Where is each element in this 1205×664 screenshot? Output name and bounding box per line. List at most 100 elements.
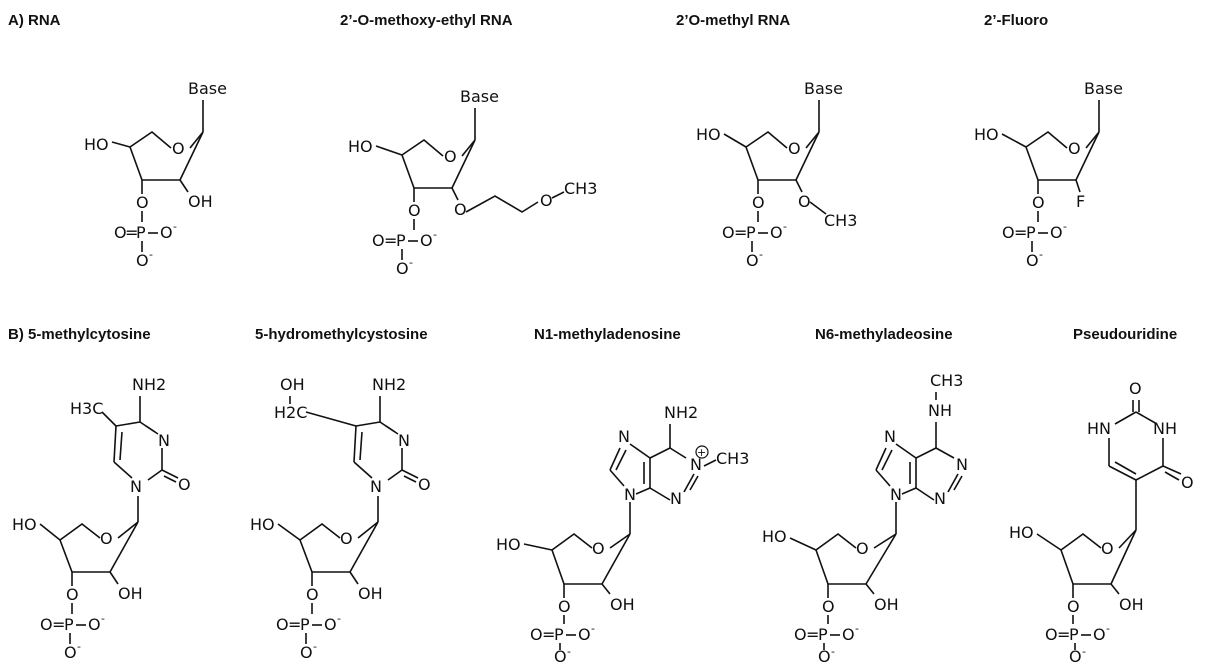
svg-text:O: O xyxy=(136,251,149,270)
svg-text:O: O xyxy=(420,231,433,250)
structure-5-methylcytosine: NH2 H3C N N O O HO OH O O = P O - O - xyxy=(12,375,191,662)
svg-text:NH2: NH2 xyxy=(664,403,698,422)
svg-text:O: O xyxy=(1101,539,1114,558)
svg-text:O: O xyxy=(418,475,431,494)
svg-text:HO: HO xyxy=(696,125,721,144)
svg-text:O: O xyxy=(372,231,385,250)
svg-text:-: - xyxy=(409,256,413,269)
svg-text:OH: OH xyxy=(280,375,305,394)
title-2-o-methyl-rna: 2’O-methyl RNA xyxy=(676,12,791,29)
svg-text:O: O xyxy=(746,251,759,270)
svg-text:O: O xyxy=(794,625,807,644)
svg-text:O: O xyxy=(454,200,467,219)
svg-text:-: - xyxy=(1082,645,1086,658)
svg-text:O: O xyxy=(100,529,113,548)
svg-text:O: O xyxy=(114,223,127,242)
svg-text:N: N xyxy=(618,427,630,446)
svg-text:N: N xyxy=(690,455,702,474)
svg-text:OH: OH xyxy=(610,595,635,614)
svg-text:O: O xyxy=(752,193,765,212)
svg-text:O: O xyxy=(64,643,77,662)
structure-pseudouridine: O HN NH O O HO OH O O = P O - O - xyxy=(1009,379,1194,662)
svg-text:N: N xyxy=(890,485,902,504)
svg-text:-: - xyxy=(783,220,787,233)
svg-text:O: O xyxy=(178,475,191,494)
svg-text:N: N xyxy=(624,485,636,504)
svg-text:-: - xyxy=(1106,622,1110,635)
svg-text:O: O xyxy=(1067,597,1080,616)
svg-text:NH: NH xyxy=(1153,419,1177,438)
svg-text:NH2: NH2 xyxy=(372,375,406,394)
svg-text:-: - xyxy=(1063,220,1067,233)
svg-text:O: O xyxy=(66,585,79,604)
title-2-fluoro: 2’-Fluoro xyxy=(984,12,1049,29)
svg-text:O: O xyxy=(540,191,553,210)
svg-text:O: O xyxy=(324,615,337,634)
svg-text:O: O xyxy=(558,597,571,616)
svg-text:CH3: CH3 xyxy=(716,449,749,468)
svg-text:-: - xyxy=(591,622,595,635)
svg-text:=: = xyxy=(52,615,65,634)
svg-text:HO: HO xyxy=(974,125,999,144)
svg-text:O: O xyxy=(396,259,409,278)
svg-text:OH: OH xyxy=(188,192,213,211)
svg-text:=: = xyxy=(806,625,819,644)
svg-text:O: O xyxy=(306,585,319,604)
svg-text:+: + xyxy=(697,446,706,459)
svg-text:-: - xyxy=(433,228,437,241)
structure-2-o-methoxy-ethyl-rna: Base O HO O O CH3 O O = P O - O - xyxy=(348,87,597,278)
svg-text:O: O xyxy=(1002,223,1015,242)
svg-text:-: - xyxy=(337,612,341,625)
svg-text:HO: HO xyxy=(250,515,275,534)
svg-text:-: - xyxy=(759,248,763,261)
svg-text:N: N xyxy=(956,455,968,474)
svg-text:O: O xyxy=(340,529,353,548)
svg-text:O: O xyxy=(798,192,811,211)
svg-text:O: O xyxy=(136,193,149,212)
svg-text:P: P xyxy=(396,231,406,250)
svg-text:O: O xyxy=(554,647,567,662)
svg-text:P: P xyxy=(746,223,756,242)
structure-n1-methyladenosine: NH2 N N + CH3 N N O HO OH O O = P O - O … xyxy=(496,403,749,662)
svg-text:O: O xyxy=(300,643,313,662)
svg-text:=: = xyxy=(288,615,301,634)
svg-text:O: O xyxy=(1032,193,1045,212)
svg-text:N: N xyxy=(370,477,382,496)
svg-text:O: O xyxy=(276,615,289,634)
svg-text:-: - xyxy=(855,622,859,635)
label-h3c: H3C xyxy=(70,399,103,418)
svg-text:O: O xyxy=(1068,139,1081,158)
label-ch3: CH3 xyxy=(564,179,597,198)
svg-text:O: O xyxy=(842,625,855,644)
svg-text:O: O xyxy=(160,223,173,242)
title-2-o-methoxy-ethyl-rna: 2’-O-methoxy-ethyl RNA xyxy=(340,12,513,29)
svg-text:Base: Base xyxy=(1084,79,1123,98)
svg-text:P: P xyxy=(1026,223,1036,242)
svg-text:N: N xyxy=(130,477,142,496)
svg-text:O: O xyxy=(88,615,101,634)
svg-text:N: N xyxy=(934,489,946,508)
svg-text:-: - xyxy=(101,612,105,625)
svg-text:O: O xyxy=(530,625,543,644)
svg-text:O: O xyxy=(444,147,457,166)
svg-text:O: O xyxy=(1181,473,1194,492)
svg-text:P: P xyxy=(554,625,564,644)
svg-text:O: O xyxy=(1045,625,1058,644)
structure-5-hydromethylcystosine: OH NH2 H2C N N O O HO OH O O = P O - O - xyxy=(250,375,431,662)
svg-text:OH: OH xyxy=(358,584,383,603)
svg-text:HO: HO xyxy=(12,515,37,534)
svg-text:P: P xyxy=(300,615,310,634)
svg-text:HO: HO xyxy=(348,137,373,156)
svg-text:=: = xyxy=(1057,625,1070,644)
svg-text:HO: HO xyxy=(84,135,109,154)
svg-text:OH: OH xyxy=(1119,595,1144,614)
svg-text:-: - xyxy=(1039,248,1043,261)
svg-text:HO: HO xyxy=(762,527,787,546)
structure-2-o-methyl-rna: Base O HO O CH3 O O = P O - O - xyxy=(696,79,857,270)
svg-text:CH3: CH3 xyxy=(824,211,857,230)
svg-text:=: = xyxy=(734,223,747,242)
svg-text:P: P xyxy=(64,615,74,634)
label-h2c: H2C xyxy=(274,403,307,422)
plus-charge-icon xyxy=(695,445,709,459)
svg-text:=: = xyxy=(542,625,555,644)
